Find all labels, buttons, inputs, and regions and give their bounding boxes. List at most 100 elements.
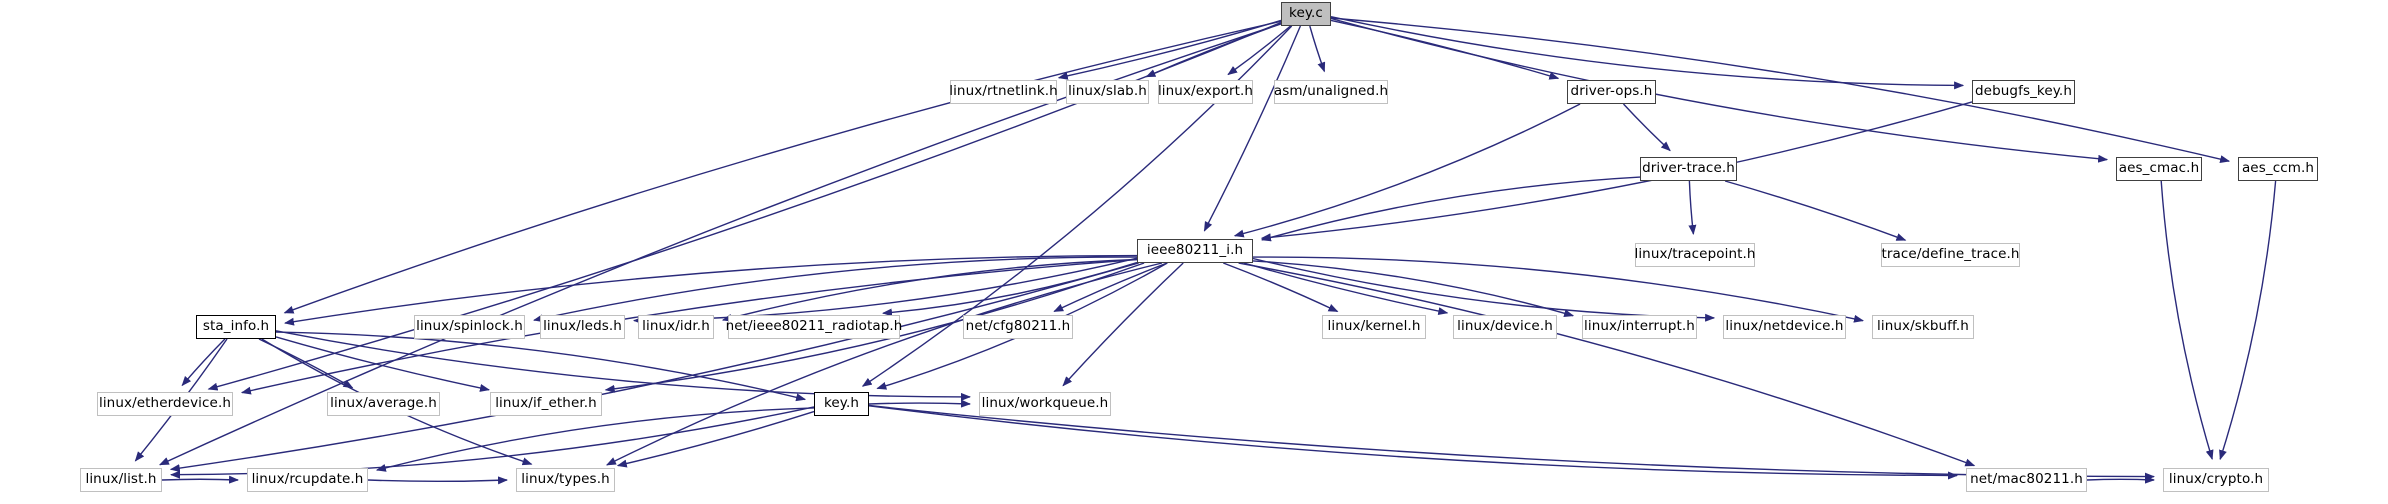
graph-node-if-ether[interactable]: linux/if_ether.h	[490, 392, 602, 416]
graph-node-label: net/mac80211.h	[1970, 471, 2083, 488]
graph-edge-aes_ccm-to-crypto	[2219, 180, 2277, 461]
graph-edge-key_c-to-rtnetlink	[1057, 19, 1282, 80]
graph-node-radiotap[interactable]: net/ieee80211_radiotap.h	[725, 315, 903, 339]
graph-node-types[interactable]: linux/types.h	[516, 468, 615, 492]
graph-node-idr[interactable]: linux/idr.h	[638, 315, 714, 339]
graph-edge-ieee80211_i-to-idr	[721, 258, 1138, 322]
graph-edge-ieee80211_i-to-cfg80211	[1053, 262, 1168, 313]
graph-node-label: linux/rtnetlink.h	[949, 83, 1058, 100]
graph-node-label: linux/tracepoint.h	[1634, 246, 1756, 263]
graph-edge-ieee80211_i-to-netdevice	[1252, 257, 1716, 322]
graph-node-device[interactable]: linux/device.h	[1453, 315, 1557, 339]
graph-node-skbuff[interactable]: linux/skbuff.h	[1872, 315, 1974, 339]
graph-edge-driver_trace-to-define_trace	[1724, 180, 1907, 241]
graph-node-label: key.h	[823, 395, 860, 412]
graph-edge-mac80211-to-crypto	[2086, 475, 2155, 484]
graph-node-label: key.c	[1289, 5, 1323, 22]
graph-edge-key_c-to-sta_info	[283, 20, 1282, 314]
graph-node-rtnetlink[interactable]: linux/rtnetlink.h	[949, 80, 1058, 104]
graph-node-label: linux/netdevice.h	[1725, 318, 1844, 335]
graph-edge-aes_cmac-to-crypto	[2160, 180, 2214, 461]
graph-node-average[interactable]: linux/average.h	[327, 392, 440, 416]
graph-edge-key_h-to-mac80211	[868, 405, 1958, 480]
graph-edge-key_h-to-rcupdate	[375, 407, 815, 472]
graph-node-debugfs-key[interactable]: debugfs_key.h	[1972, 80, 2075, 104]
graph-node-label: net/ieee80211_radiotap.h	[725, 318, 903, 335]
graph-node-label: net/cfg80211.h	[965, 318, 1071, 335]
graph-node-aes-ccm[interactable]: aes_ccm.h	[2238, 157, 2318, 181]
graph-edge-key_c-to-ieee80211_i	[1203, 25, 1302, 232]
graph-edge-ieee80211_i-to-skbuff	[1252, 256, 1864, 323]
graph-node-spinlock[interactable]: linux/spinlock.h	[414, 315, 525, 339]
graph-node-define-trace[interactable]: trace/define_trace.h	[1881, 243, 2020, 267]
graph-node-label: aes_cmac.h	[2118, 160, 2200, 177]
graph-node-key-h[interactable]: key.h	[814, 392, 869, 416]
graph-node-label: driver-trace.h	[1642, 160, 1735, 177]
graph-node-slab[interactable]: linux/slab.h	[1066, 80, 1149, 104]
graph-node-label: linux/etherdevice.h	[98, 395, 231, 412]
graph-node-label: linux/average.h	[330, 395, 437, 412]
graph-edge-driver_ops-to-ieee80211_i	[1233, 103, 1581, 238]
graph-edge-ieee80211_i-to-kernel	[1223, 262, 1339, 313]
graph-edge-debugfs_key-to-ieee80211_i	[1260, 101, 1973, 242]
graph-node-netdevice[interactable]: linux/netdevice.h	[1723, 315, 1846, 339]
graph-node-crypto[interactable]: linux/crypto.h	[2163, 468, 2269, 492]
graph-edge-driver_ops-to-driver_trace	[1622, 103, 1671, 152]
graph-edge-key_c-to-aes_ccm	[1330, 17, 2231, 164]
graph-edge-key_h-to-workqueue	[868, 399, 971, 408]
graph-node-label: linux/workqueue.h	[981, 395, 1109, 412]
graph-node-label: linux/export.h	[1157, 83, 1254, 100]
graph-node-label: linux/types.h	[521, 471, 610, 488]
graph-edge-key_h-to-crypto	[868, 404, 2155, 481]
graph-node-workqueue[interactable]: linux/workqueue.h	[979, 392, 1111, 416]
graph-node-driver-trace[interactable]: driver-trace.h	[1640, 157, 1737, 181]
graph-node-list[interactable]: linux/list.h	[80, 468, 162, 492]
graph-edge-key_c-to-export	[1227, 25, 1291, 76]
graph-node-label: sta_info.h	[202, 318, 270, 335]
graph-node-label: linux/if_ether.h	[495, 395, 597, 412]
graph-node-leds[interactable]: linux/leds.h	[540, 315, 625, 339]
graph-edge-driver_trace-to-ieee80211_i	[1260, 176, 1641, 242]
graph-node-label: linux/idr.h	[642, 318, 710, 335]
graph-node-label: linux/device.h	[1457, 318, 1553, 335]
graph-node-driver-ops[interactable]: driver-ops.h	[1567, 80, 1656, 104]
graph-node-label: aes_ccm.h	[2241, 160, 2315, 177]
graph-node-label: linux/skbuff.h	[1877, 318, 1969, 335]
graph-node-interrupt[interactable]: linux/interrupt.h	[1582, 315, 1697, 339]
graph-edge-sta_info-to-if_ether	[275, 336, 490, 392]
graph-node-label: linux/spinlock.h	[416, 318, 523, 335]
graph-node-label: linux/leds.h	[543, 318, 622, 335]
graph-node-kernel[interactable]: linux/kernel.h	[1322, 315, 1426, 339]
graph-node-unaligned[interactable]: asm/unaligned.h	[1274, 80, 1388, 104]
graph-edge-ieee80211_i-to-interrupt	[1252, 260, 1575, 318]
graph-edge-key_c-to-debugfs_key	[1330, 16, 1965, 90]
graph-edge-ieee80211_i-to-leds	[632, 257, 1138, 325]
graph-node-tracepoint[interactable]: linux/tracepoint.h	[1634, 243, 1756, 267]
graph-edge-sta_info-to-average	[258, 338, 354, 389]
graph-node-label: linux/rcupdate.h	[251, 471, 364, 488]
graph-node-etherdevice[interactable]: linux/etherdevice.h	[97, 392, 233, 416]
graph-edge-rcupdate-to-types	[367, 476, 508, 485]
graph-node-cfg80211[interactable]: net/cfg80211.h	[963, 315, 1073, 339]
graph-node-key-c[interactable]: key.c	[1281, 2, 1331, 26]
graph-edge-ieee80211_i-to-mac80211	[1238, 262, 1976, 467]
graph-node-label: linux/interrupt.h	[1584, 318, 1695, 335]
graph-edge-ieee80211_i-to-spinlock	[533, 256, 1138, 323]
graph-edge-list-to-rcupdate	[161, 475, 239, 484]
graph-edge-ieee80211_i-to-workqueue	[1062, 262, 1184, 387]
graph-node-label: asm/unaligned.h	[1273, 83, 1389, 100]
graph-edge-driver_trace-to-tracepoint	[1688, 180, 1697, 235]
graph-node-rcupdate[interactable]: linux/rcupdate.h	[247, 468, 368, 492]
graph-node-ieee80211-i[interactable]: ieee80211_i.h	[1137, 239, 1253, 263]
graph-node-sta-info[interactable]: sta_info.h	[196, 315, 276, 339]
graph-node-mac80211[interactable]: net/mac80211.h	[1966, 468, 2087, 492]
graph-node-export[interactable]: linux/export.h	[1158, 80, 1253, 104]
graph-node-label: trace/define_trace.h	[1881, 246, 2020, 263]
graph-node-aes-cmac[interactable]: aes_cmac.h	[2116, 157, 2202, 181]
graph-node-label: linux/list.h	[85, 471, 157, 488]
graph-edge-key_h-to-list	[170, 406, 815, 479]
graph-edge-sta_info-to-workqueue	[275, 330, 971, 401]
graph-edge-key_c-to-driver_ops	[1330, 19, 1560, 80]
graph-edge-ieee80211_i-to-device	[1243, 262, 1449, 316]
